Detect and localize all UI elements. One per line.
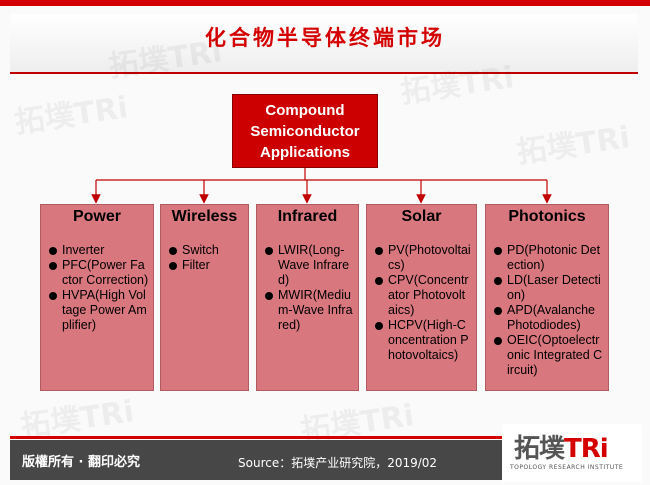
category-items: Switch Filter [169, 243, 244, 273]
bullet-icon [494, 307, 502, 315]
category-title: Solar [401, 208, 442, 225]
list-item: Switch [169, 243, 244, 258]
list-item: Inverter [49, 243, 149, 258]
source-text: Source：拓墣产业研究院，2019/02 [238, 456, 438, 470]
list-item: OEIC(Optoelectronic Integrated Circuit) [494, 333, 604, 378]
bullet-icon [375, 277, 383, 285]
list-item: MWIR(Medium-Wave Infrared) [265, 288, 354, 333]
bullet-icon [169, 262, 177, 270]
list-item: HCPV(High-Concentration Photovoltaics) [375, 318, 472, 363]
bullet-icon [49, 247, 57, 255]
category-items: PV(Photovoltaics) CPV(Concentrator Photo… [375, 243, 472, 363]
list-item: APD(Avalanche Photodiodes) [494, 303, 604, 333]
bullet-icon [49, 292, 57, 300]
category-wireless: Wireless Switch Filter [160, 204, 249, 391]
bullet-icon [265, 247, 273, 255]
category-items: LWIR(Long-Wave Infrared) MWIR(Medium-Wav… [265, 243, 354, 333]
category-photonics: Photonics PD(Photonic Detection) LD(Lase… [485, 204, 609, 391]
list-item: PFC(Power Factor Correction) [49, 258, 149, 288]
list-item: LD(Laser Detection) [494, 273, 604, 303]
bullet-icon [375, 247, 383, 255]
top-accent-bar [0, 0, 650, 6]
bullet-icon [49, 262, 57, 270]
bullet-icon [494, 247, 502, 255]
logo-subtitle: TOPOLOGY RESEARCH INSTITUTE [510, 464, 624, 471]
bullet-icon [169, 247, 177, 255]
category-solar: Solar PV(Photovoltaics) CPV(Concentrator… [366, 204, 477, 391]
category-title: Wireless [171, 208, 238, 225]
list-item: Filter [169, 258, 244, 273]
category-items: Inverter PFC(Power Factor Correction) HV… [49, 243, 149, 333]
root-node-label: Compound Semiconductor Applications [250, 101, 360, 161]
category-infrared: Infrared LWIR(Long-Wave Infrared) MWIR(M… [256, 204, 359, 391]
list-item: HVPA(High Voltage Power Amplifier) [49, 288, 149, 333]
list-item: PV(Photovoltaics) [375, 243, 472, 273]
root-node: Compound Semiconductor Applications [232, 94, 378, 168]
category-items: PD(Photonic Detection) LD(Laser Detectio… [494, 243, 604, 378]
slide-title: 化合物半导体终端市场 [205, 26, 445, 50]
logo-wordmark: 拓墣TRi [514, 434, 609, 464]
category-power: Power Inverter PFC(Power Factor Correcti… [40, 204, 154, 391]
category-title: Photonics [508, 208, 586, 225]
bullet-icon [494, 277, 502, 285]
bullet-icon [265, 292, 273, 300]
category-title: Power [72, 208, 121, 225]
bullet-icon [494, 337, 502, 345]
footer-accent-stripe [10, 436, 638, 439]
bullet-icon [375, 322, 383, 330]
list-item: LWIR(Long-Wave Infrared) [265, 243, 354, 288]
category-title: Infrared [277, 208, 338, 225]
copyright-text: 版權所有 · 翻印必究 [22, 455, 140, 470]
logo: 拓墣TRi TOPOLOGY RESEARCH INSTITUTE [502, 424, 642, 482]
list-item: PD(Photonic Detection) [494, 243, 604, 273]
title-panel [10, 14, 638, 74]
list-item: CPV(Concentrator Photovoltaics) [375, 273, 472, 318]
